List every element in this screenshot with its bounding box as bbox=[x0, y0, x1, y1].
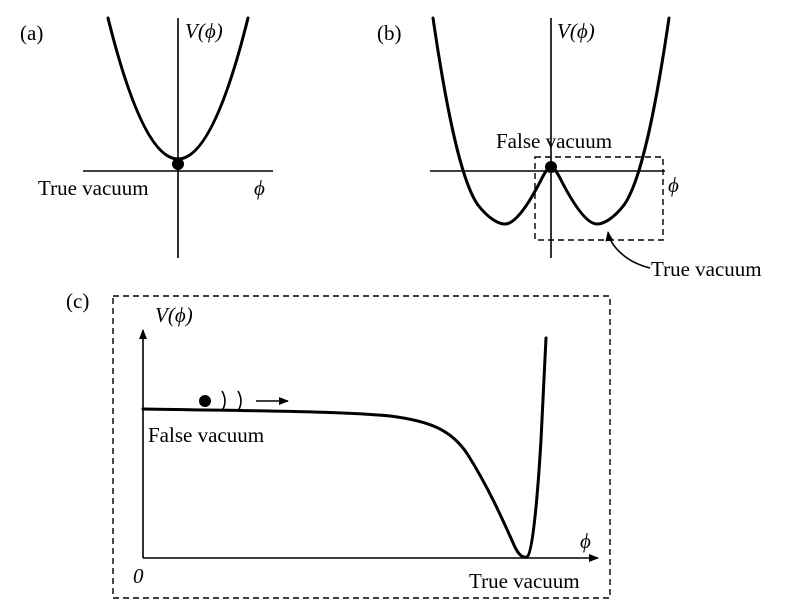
panel-c-y-axis-label: V(ϕ) bbox=[155, 303, 193, 327]
panel-a-y-axis-label: V(ϕ) bbox=[185, 19, 223, 43]
panel-c-x-axis-label: ϕ bbox=[580, 529, 591, 553]
panel-b-false-vacuum-label: False vacuum bbox=[496, 129, 612, 153]
panel-b-true-vacuum-arrow bbox=[605, 231, 651, 269]
panel-b-zoom-box bbox=[534, 156, 664, 241]
panel-c-origin-label: 0 bbox=[133, 564, 144, 588]
panel-a-true-vacuum-label: True vacuum bbox=[38, 176, 149, 200]
panel-b-false-vacuum-dot bbox=[545, 161, 557, 173]
panel-a-tag: (a) bbox=[20, 21, 43, 45]
panel-b-tag: (b) bbox=[377, 21, 402, 45]
panel-b: (b) V(ϕ) ϕ False vacuum True vacuum bbox=[377, 16, 762, 281]
panel-a: (a) V(ϕ) ϕ True vacuum bbox=[20, 16, 273, 258]
panel-c-motion-arc-1 bbox=[221, 390, 226, 412]
panel-c-zoom-frame bbox=[112, 295, 611, 599]
panel-c: (c) V(ϕ) ϕ 0 False vacuum True vacuum bbox=[66, 289, 611, 599]
panel-c-potential-curve bbox=[141, 336, 548, 559]
panel-b-y-axis-label: V(ϕ) bbox=[557, 19, 595, 43]
panel-c-rolling-ball bbox=[199, 395, 211, 407]
panel-b-true-vacuum-label: True vacuum bbox=[651, 257, 762, 281]
panel-c-false-vacuum-label: False vacuum bbox=[148, 423, 264, 447]
panel-c-true-vacuum-label: True vacuum bbox=[469, 569, 580, 593]
panel-c-motion-arc-2 bbox=[237, 390, 242, 412]
panel-b-x-axis-label: ϕ bbox=[668, 173, 679, 197]
panel-a-vacuum-dot bbox=[172, 158, 184, 170]
panel-a-x-axis-label: ϕ bbox=[254, 176, 265, 200]
panel-c-tag: (c) bbox=[66, 289, 89, 313]
